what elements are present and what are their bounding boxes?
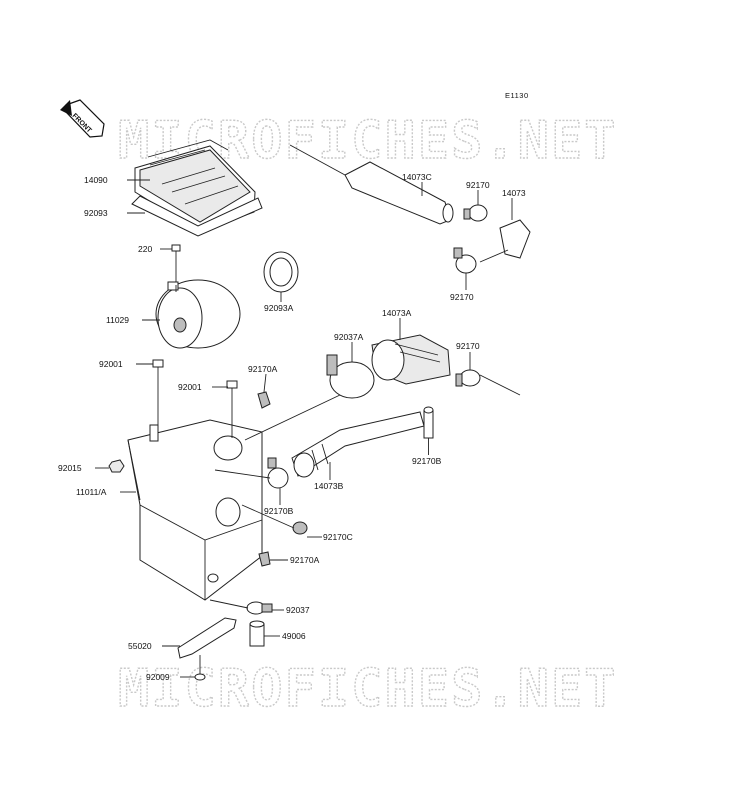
- label-220: 220: [138, 244, 152, 254]
- watermark-bottom: MICROFICHES.NET: [118, 659, 618, 719]
- label-14090: 14090: [84, 175, 108, 185]
- label-92170-top: 92170: [466, 180, 490, 190]
- label-49006: 49006: [282, 631, 306, 641]
- label-14073A: 14073A: [382, 308, 412, 318]
- label-11029: 11029: [106, 315, 129, 325]
- label-92170B-left: 92170B: [264, 506, 294, 516]
- label-92015: 92015: [58, 463, 82, 473]
- seal-ring-drawing: [263, 251, 299, 293]
- clamp-92170-right-drawing: [455, 369, 481, 387]
- label-92001-left: 92001: [99, 359, 123, 369]
- clamp-92037A-drawing: [326, 354, 375, 399]
- air-box-drawing: [127, 419, 263, 601]
- label-92037A: 92037A: [334, 332, 364, 342]
- hose-92170B-right-drawing: [423, 406, 434, 439]
- filter-element-drawing: [134, 139, 256, 233]
- label-92170B-right: 92170B: [412, 456, 442, 466]
- clamp-92170B-left-drawing: [267, 457, 289, 489]
- label-92009: 92009: [146, 672, 170, 682]
- label-92037: 92037: [286, 605, 310, 615]
- bolt-92001-left-drawing: [152, 359, 164, 425]
- label-14073B: 14073B: [314, 481, 344, 491]
- diagram-code: E1130: [505, 91, 529, 100]
- label-14073: 14073: [502, 188, 526, 198]
- gasket-drawing: [131, 195, 263, 237]
- label-92170-right: 92170: [456, 341, 480, 351]
- label-92170A-bottom: 92170A: [290, 555, 320, 565]
- duct-14073A-drawing: [371, 334, 451, 385]
- clip-92170A-bottom-drawing: [258, 551, 271, 567]
- screw-220-drawing: [171, 244, 181, 285]
- clamp-92170-lower-drawing: [453, 247, 477, 274]
- label-11011A: 11011/A: [76, 487, 107, 497]
- label-92093A: 92093A: [264, 303, 294, 313]
- tube-49006-drawing: [249, 620, 265, 647]
- label-92170-lower: 92170: [450, 292, 474, 302]
- bolt-92001-mid-drawing: [226, 380, 238, 438]
- label-92093: 92093: [84, 208, 108, 218]
- clamp-92170-top-drawing: [463, 204, 488, 222]
- nut-drawing: [108, 459, 125, 473]
- label-92001-mid: 92001: [178, 382, 202, 392]
- label-14073C: 14073C: [402, 172, 432, 182]
- front-arrow-icon: FRONT: [60, 99, 105, 138]
- leader-lines: [95, 144, 521, 678]
- air-filter-drawing: [155, 279, 241, 349]
- bracket-drawing: [177, 617, 237, 659]
- hose-14073B-drawing: [291, 411, 425, 478]
- label-92170A-top: 92170A: [248, 364, 278, 374]
- clamp-92170C-drawing: [241, 504, 308, 535]
- label-55020: 55020: [128, 641, 152, 651]
- clip-92170A-top-drawing: [257, 391, 271, 409]
- elbow-14073-drawing: [499, 219, 531, 259]
- clamp-92037-drawing: [246, 601, 273, 615]
- label-92170C: 92170C: [323, 532, 353, 542]
- tube-14073C-drawing: [344, 161, 454, 225]
